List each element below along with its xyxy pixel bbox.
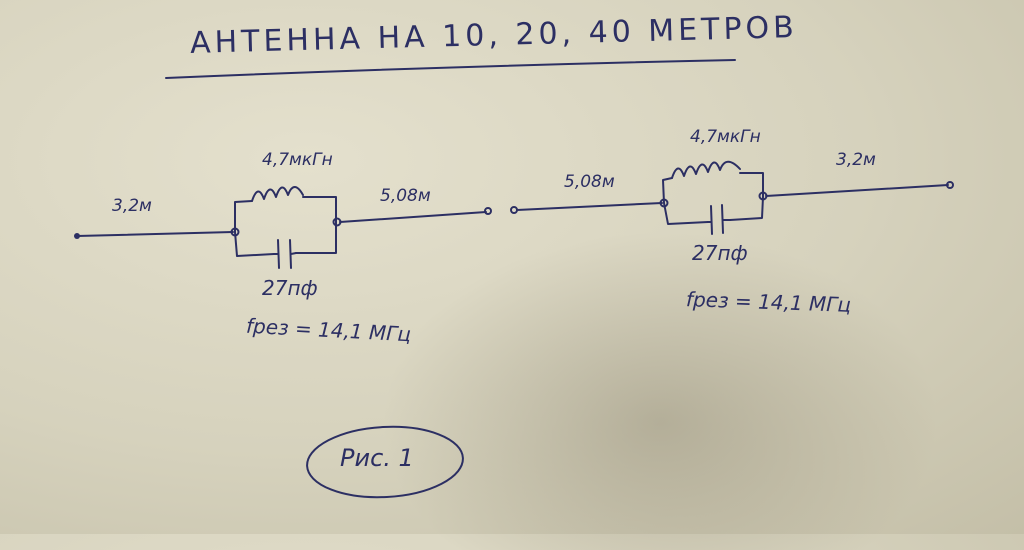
left-outer-wire [76, 231, 234, 237]
right-inductor-value: 4,7мкГн [690, 127, 761, 147]
figure-caption: Рис. 1 [340, 444, 414, 472]
left-capacitor [273, 239, 297, 269]
right-outer-wire-end [946, 181, 954, 189]
left-capacitor-value: 27пф [262, 276, 318, 300]
left-inductor-value: 4,7мкГн [262, 150, 333, 170]
left-trap-frame [234, 196, 337, 257]
right-capacitor-value: 27пф [692, 241, 748, 265]
antenna-schematic [74, 59, 954, 499]
left-outer-length: 3,2м [112, 196, 152, 216]
right-outer-length: 3,2м [836, 150, 876, 170]
right-inner-wire [516, 202, 663, 211]
left-inner-wire [339, 211, 487, 223]
right-trap-frame [662, 172, 764, 225]
right-outer-wire [765, 184, 949, 197]
right-inductor-coil [671, 160, 741, 179]
left-inner-wire-end [484, 207, 492, 215]
figure-caption-ellipse [306, 425, 464, 499]
left-inner-length: 5,08м [380, 186, 431, 206]
title-underline [165, 59, 736, 79]
right-inner-length: 5,08м [564, 172, 615, 192]
right-capacitor [707, 204, 731, 235]
left-inductor-coil [251, 186, 304, 202]
